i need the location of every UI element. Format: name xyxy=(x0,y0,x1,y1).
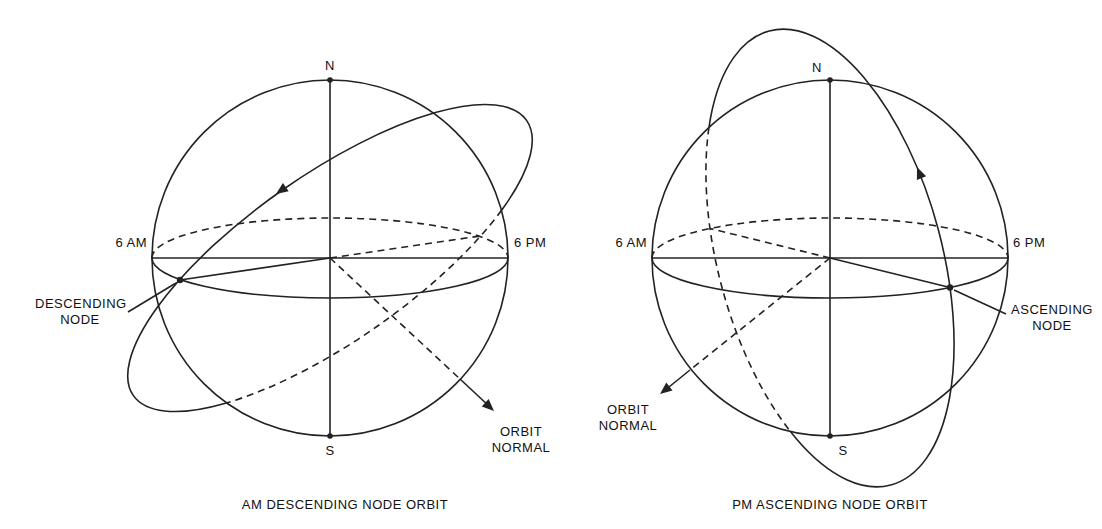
pole-label: S xyxy=(325,443,334,459)
orbit-inner xyxy=(661,2,999,514)
pole-dot xyxy=(327,433,333,439)
normal-label: ORBIT NORMAL xyxy=(593,402,663,433)
node-dot xyxy=(947,284,953,290)
pole-label: N xyxy=(325,58,335,74)
earth-sphere xyxy=(152,80,508,436)
node-line-back xyxy=(710,229,830,259)
node-label: ASCENDING NODE xyxy=(1010,302,1094,333)
time-label: 6 PM xyxy=(514,235,546,251)
leader-line xyxy=(128,283,176,312)
node-dot xyxy=(177,277,183,283)
orbit-normal-inner xyxy=(690,258,830,370)
orbit-outer xyxy=(661,2,999,514)
time-label: 6 PM xyxy=(1013,235,1045,251)
node-label: DESCENDING NODE xyxy=(35,296,125,327)
pole-dot xyxy=(327,77,333,83)
caption: AM DESCENDING NODE ORBIT xyxy=(242,497,448,513)
time-label: 6 AM xyxy=(115,235,147,251)
orbit-outer xyxy=(86,52,574,463)
time-label: 6 AM xyxy=(615,235,647,251)
pole-label: N xyxy=(812,60,822,76)
pole-dot xyxy=(827,77,833,83)
normal-arrowhead xyxy=(482,399,494,411)
orbit-inner xyxy=(86,52,574,463)
leader-line xyxy=(954,290,1006,314)
orbit-normal-inner xyxy=(330,258,460,379)
node-line-back xyxy=(330,236,480,258)
direction-arrowhead xyxy=(276,183,289,194)
direction-arrowhead xyxy=(917,167,926,180)
pole-label: S xyxy=(838,443,847,459)
normal-label: ORBIT NORMAL xyxy=(486,424,556,455)
normal-arrowhead xyxy=(660,383,673,394)
earth-sphere xyxy=(652,80,1008,436)
node-line xyxy=(830,258,950,288)
pole-dot xyxy=(827,433,833,439)
node-line xyxy=(180,258,330,280)
caption: PM ASCENDING NODE ORBIT xyxy=(732,497,928,513)
